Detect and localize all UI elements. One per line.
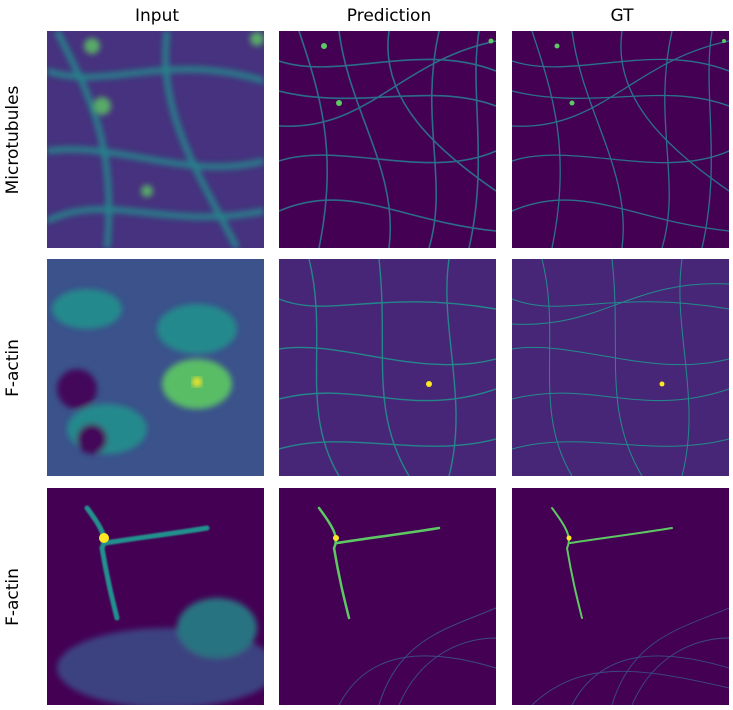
column-title-gt: GT xyxy=(610,6,634,26)
row-label-f-actin-1: F-actin xyxy=(3,338,23,397)
row-label-f-actin-2: F-actin xyxy=(3,567,23,626)
f-actin-bundle-input-image xyxy=(47,488,264,705)
microtubules-prediction-image xyxy=(279,31,496,248)
microtubules-input-image xyxy=(47,31,264,248)
f-actin-bundle-prediction-image xyxy=(279,488,496,705)
microtubules-gt-image xyxy=(512,31,729,248)
f-actin-mesh-prediction-image xyxy=(279,259,496,476)
f-actin-mesh-gt-image xyxy=(512,259,729,476)
column-title-input: Input xyxy=(134,6,180,26)
column-title-prediction: Prediction xyxy=(346,6,432,26)
f-actin-bundle-gt-image xyxy=(512,488,729,705)
f-actin-mesh-input-image xyxy=(47,259,264,476)
row-label-microtubules: Microtubules xyxy=(3,85,23,194)
